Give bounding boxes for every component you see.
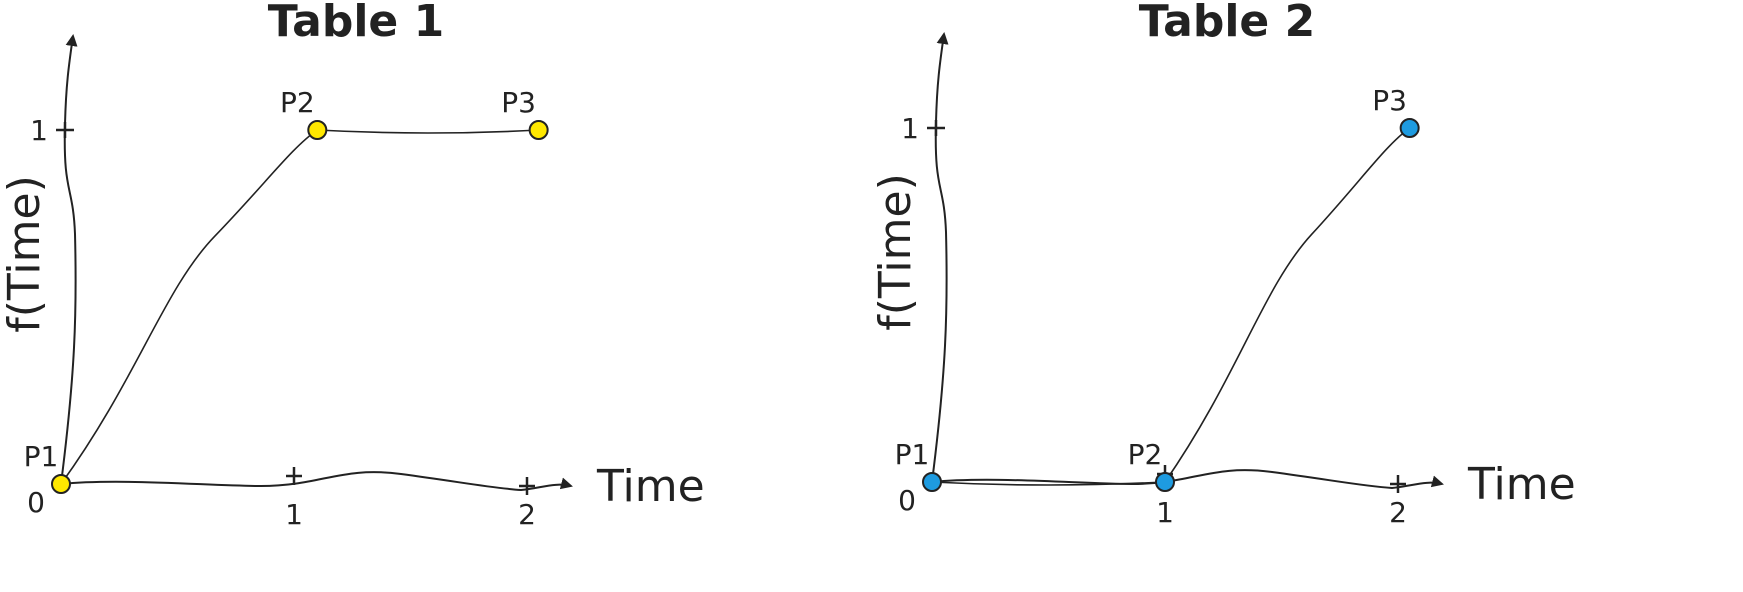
origin-label: 0 <box>898 484 916 517</box>
point-label: P3 <box>1372 84 1407 117</box>
point-label: P2 <box>280 86 315 119</box>
series-segment <box>317 129 539 134</box>
x-tick-label: 2 <box>1389 496 1407 529</box>
point-marker <box>307 120 328 140</box>
y-axis-title: f(Time) <box>0 175 50 333</box>
x-tick-label: 2 <box>518 498 536 531</box>
point-marker <box>51 474 71 494</box>
point-label: P2 <box>1128 438 1163 471</box>
y-tick-label: 1 <box>901 112 919 145</box>
chart-panel-table-1: Table 1 f(Time) Time 0 1 2 1 P1 P2 P3 <box>0 0 705 531</box>
point-marker <box>1155 472 1175 492</box>
point-marker <box>528 120 549 140</box>
point-label: P3 <box>501 86 536 119</box>
chart-title: Table 1 <box>268 0 444 47</box>
x-tick-label: 1 <box>1156 496 1174 529</box>
y-tick-label: 1 <box>30 114 48 147</box>
data-points: P1 P2 P3 <box>24 86 549 494</box>
series-line <box>60 129 539 485</box>
point-marker <box>922 472 942 492</box>
y-axis-line <box>931 32 949 483</box>
x-axis-title: Time <box>1467 459 1576 510</box>
tick-group: 1 2 1 <box>901 112 1407 529</box>
y-axis-title: f(Time) <box>870 173 921 331</box>
series-segment <box>60 129 318 485</box>
x-axis-line <box>60 471 573 492</box>
chart-title: Table 2 <box>1139 0 1315 47</box>
series-line <box>931 127 1411 486</box>
y-axis-line <box>60 34 78 485</box>
point-label: P1 <box>24 440 59 473</box>
origin-label: 0 <box>27 486 45 519</box>
point-label: P1 <box>895 438 930 471</box>
series-segment <box>931 481 1166 486</box>
x-tick-label: 1 <box>285 498 303 531</box>
data-points: P1 P2 P3 <box>895 84 1420 492</box>
x-axis-title: Time <box>596 461 705 512</box>
series-segment <box>1164 127 1411 483</box>
tick-group: 1 2 1 <box>30 114 536 531</box>
chart-panel-table-2: Table 2 f(Time) Time 0 1 2 1 P1 P2 P3 <box>870 0 1576 529</box>
x-axis-line <box>931 469 1444 490</box>
point-marker <box>1399 118 1420 138</box>
